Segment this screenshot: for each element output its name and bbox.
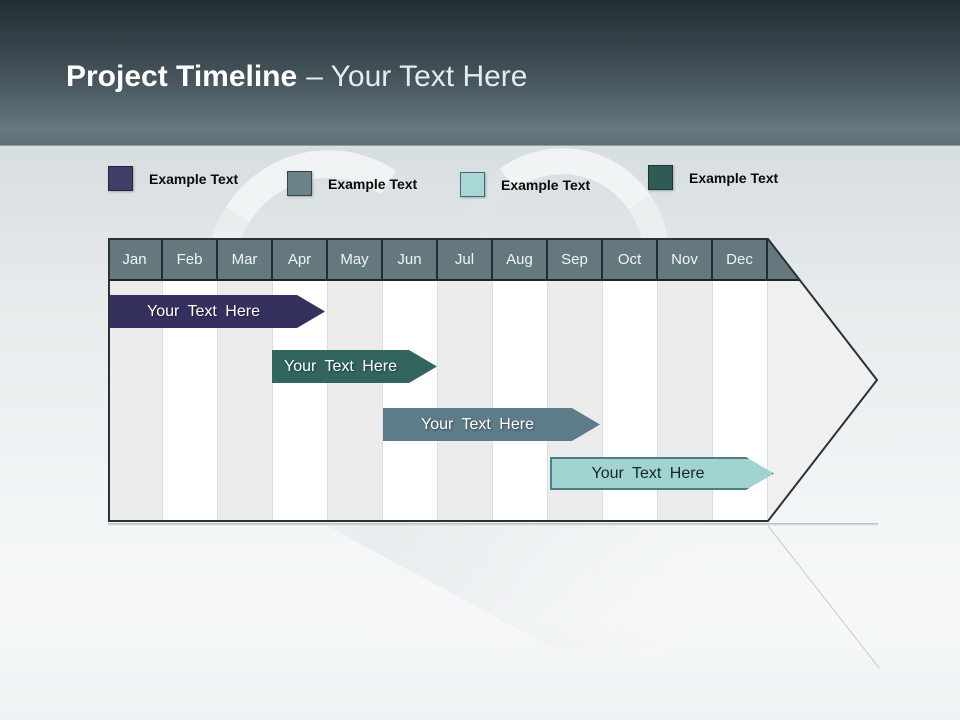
legend-label: Example Text	[328, 175, 418, 192]
title-bold: Project Timeline	[66, 60, 298, 93]
timeline-bar-2: Your Text Here	[272, 350, 437, 383]
timeline-arrow: Jan Feb Mar Apr May Jun Jul Aug Sep Oct …	[108, 238, 878, 522]
month-column	[328, 281, 383, 522]
title-light: – Your Text Here	[306, 60, 528, 93]
month-cell: Sep	[548, 238, 603, 281]
legend-swatch	[287, 171, 312, 196]
legend-item: Example Text	[648, 165, 778, 190]
month-cell: Aug	[493, 238, 548, 281]
month-cell: Feb	[163, 238, 218, 281]
timeline-body: Jan Feb Mar Apr May Jun Jul Aug Sep Oct …	[108, 238, 878, 522]
month-cell: Jul	[438, 238, 493, 281]
month-cell: Oct	[603, 238, 658, 281]
title-band: Project Timeline– Your Text Here	[0, 0, 960, 146]
table-reflection	[323, 524, 878, 649]
month-cell: May	[328, 238, 383, 281]
page-title: Project Timeline– Your Text Here	[66, 60, 527, 94]
table-reflection-edge	[108, 523, 878, 526]
bar-label: Your Text Here	[147, 302, 260, 320]
month-cell: Dec	[713, 238, 768, 281]
timeline-bar-3: Your Text Here	[383, 408, 600, 441]
bar-label: Your Text Here	[421, 415, 534, 433]
month-cell: Nov	[658, 238, 713, 281]
legend-label: Example Text	[501, 176, 591, 193]
month-column	[493, 281, 548, 522]
month-column	[383, 281, 438, 522]
legend-label: Example Text	[689, 169, 779, 186]
month-cell: Apr	[273, 238, 328, 281]
timeline-bar-1: Your Text Here	[110, 295, 325, 328]
legend-item: Example Text	[108, 166, 238, 191]
month-cell: Jan	[108, 238, 163, 281]
timeline-bar-4: Your Text Here	[550, 457, 774, 490]
legend-item: Example Text	[460, 172, 590, 197]
legend-label: Example Text	[149, 170, 239, 187]
month-cell: Mar	[218, 238, 273, 281]
bar-label: Your Text Here	[284, 357, 397, 375]
bar-label: Your Text Here	[591, 464, 705, 482]
month-column	[438, 281, 493, 522]
month-cell: Jun	[383, 238, 438, 281]
month-header-row: Jan Feb Mar Apr May Jun Jul Aug Sep Oct …	[108, 238, 768, 281]
legend-swatch	[648, 165, 673, 190]
legend-item: Example Text	[287, 171, 417, 196]
legend-swatch	[460, 172, 485, 197]
legend-swatch	[108, 166, 133, 191]
